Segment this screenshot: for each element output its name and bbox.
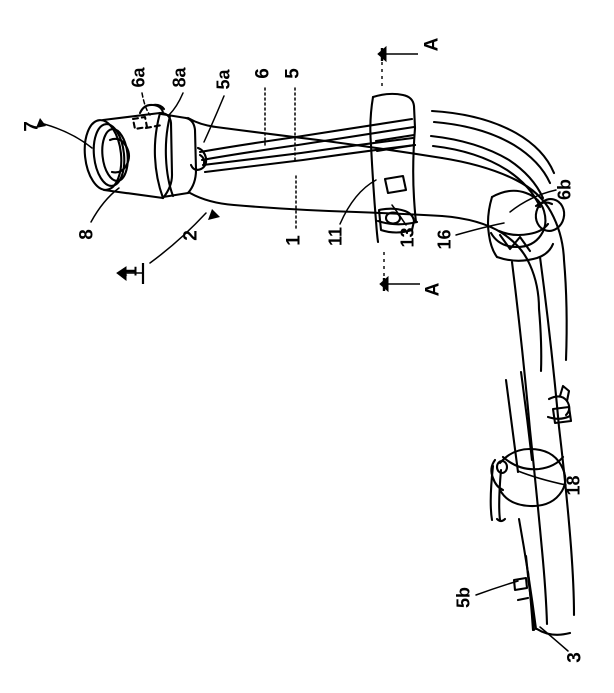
label-ref-16: 16 (434, 229, 455, 250)
label-ref-2: 2 (180, 230, 202, 241)
label-ref-7: 7 (21, 121, 43, 132)
label-ref-1-left: 1 (120, 266, 142, 277)
label-ref-6: 6 (252, 68, 274, 79)
cable-guide-bracket (546, 384, 573, 425)
label-section-a-bottom: A (422, 282, 444, 297)
label-ref-5: 5 (282, 68, 304, 79)
section-a-a-markers (377, 45, 420, 293)
left-section-marker (116, 263, 145, 284)
fork-crown-clamp (486, 189, 566, 262)
label-ref-3: 3 (564, 652, 586, 663)
label-section-a-top: A (421, 37, 443, 52)
label-ref-5b: 5b (453, 587, 474, 609)
label-ref-13: 13 (397, 227, 418, 248)
label-ref-8a: 8a (169, 67, 190, 88)
cable-bundle (189, 109, 556, 209)
lower-tube-end (512, 517, 572, 636)
label-ref-5a: 5a (213, 69, 234, 90)
grip-collar (131, 103, 198, 199)
handlebar-assembly-outline (83, 92, 576, 636)
label-ref-6a: 6a (128, 67, 149, 88)
fork-tube (504, 255, 576, 626)
handlebar-main-tube (186, 116, 568, 373)
leader-lines (36, 87, 569, 652)
label-ref-1-main: 1 (283, 235, 305, 246)
label-ref-18: 18 (563, 475, 584, 496)
lower-ring-clamp (489, 447, 567, 523)
label-ref-6b: 6b (554, 179, 575, 201)
center-bracket-clamp (369, 92, 419, 244)
label-ref-11: 11 (325, 226, 346, 247)
label-ref-8: 8 (76, 229, 98, 240)
